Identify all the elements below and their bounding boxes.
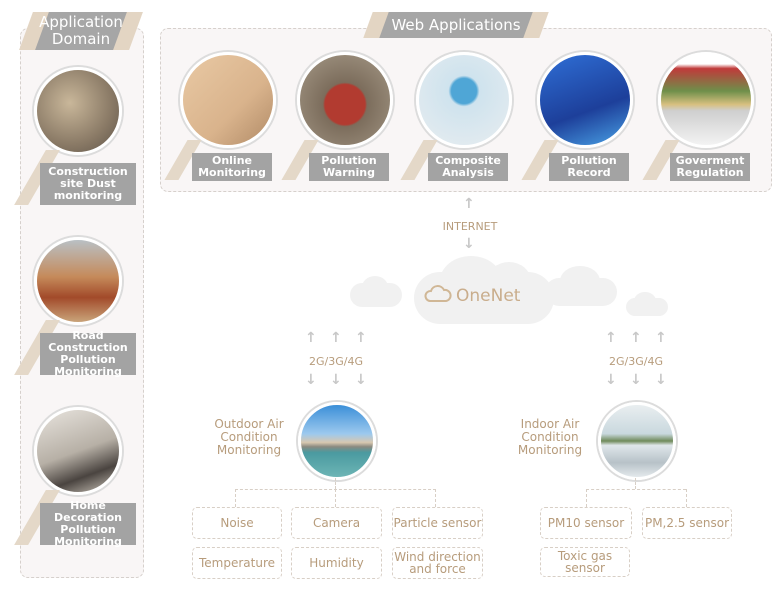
cloud-logo-icon — [424, 284, 454, 304]
sensor-humidity: Humidity — [291, 547, 382, 579]
sensor-pm10: PM10 sensor — [540, 507, 632, 539]
onenet-label: OneNet — [456, 286, 521, 306]
outdoor-city-photo-icon — [298, 402, 376, 480]
sensor-pm25: PM,2.5 sensor — [642, 507, 732, 539]
indoor-title: Indoor Air Condition Monitoring — [517, 417, 583, 457]
domain-item-home[interactable]: Home Decoration Pollution Monitoring — [40, 500, 136, 548]
construction-photo-icon — [34, 67, 122, 155]
outdoor-title: Outdoor Air Condition Monitoring — [214, 417, 284, 457]
arrows-down-icon: ↓ — [655, 372, 667, 388]
internet-label: INTERNET — [442, 220, 498, 233]
arrows-down-icon: ↓ — [355, 372, 367, 388]
alarm-photo-icon — [297, 52, 393, 148]
globe-network-photo-icon — [416, 52, 512, 148]
web-app-government-regulation[interactable]: Goverment Regulation — [670, 153, 750, 181]
arrows-up-icon: ↑ — [655, 330, 667, 346]
sensor-noise: Noise — [192, 507, 282, 539]
sensor-temperature: Temperature — [192, 547, 282, 579]
arrows-up-icon: ↑ — [355, 330, 367, 346]
web-app-pollution-record[interactable]: Pollution Record — [549, 153, 629, 181]
web-app-composite-analysis[interactable]: Composite Analysis — [428, 153, 508, 181]
trucks-photo-icon — [34, 237, 122, 325]
web-applications-title: Web Applications — [376, 12, 536, 38]
sensor-wind: Wind direction and force — [392, 547, 483, 579]
books-laptop-photo-icon — [658, 52, 754, 148]
domain-item-road[interactable]: Road Construction Pollution Monitoring — [40, 330, 136, 378]
sensor-camera: Camera — [291, 507, 382, 539]
indoor-link-label: 2G/3G/4G — [609, 355, 663, 368]
sensor-particle: Particle sensor — [392, 507, 483, 539]
web-app-online-monitoring[interactable]: Online Monitoring — [192, 153, 272, 181]
domain-item-construction[interactable]: Construction site Dust monitoring — [40, 163, 136, 205]
camera-photo-icon — [180, 52, 276, 148]
arrow-up-icon: ↑ — [463, 196, 475, 212]
data-city-photo-icon — [537, 52, 633, 148]
indoor-kitchen-photo-icon — [598, 402, 676, 480]
arrow-down-icon: ↓ — [463, 236, 475, 252]
sensor-toxic-gas: Toxic gas sensor — [540, 547, 630, 577]
outdoor-link-label: 2G/3G/4G — [309, 355, 363, 368]
decoration-photo-icon — [34, 407, 122, 495]
application-domain-title: Application Domain — [34, 12, 128, 50]
web-app-pollution-warning[interactable]: Pollution Warning — [309, 153, 389, 181]
